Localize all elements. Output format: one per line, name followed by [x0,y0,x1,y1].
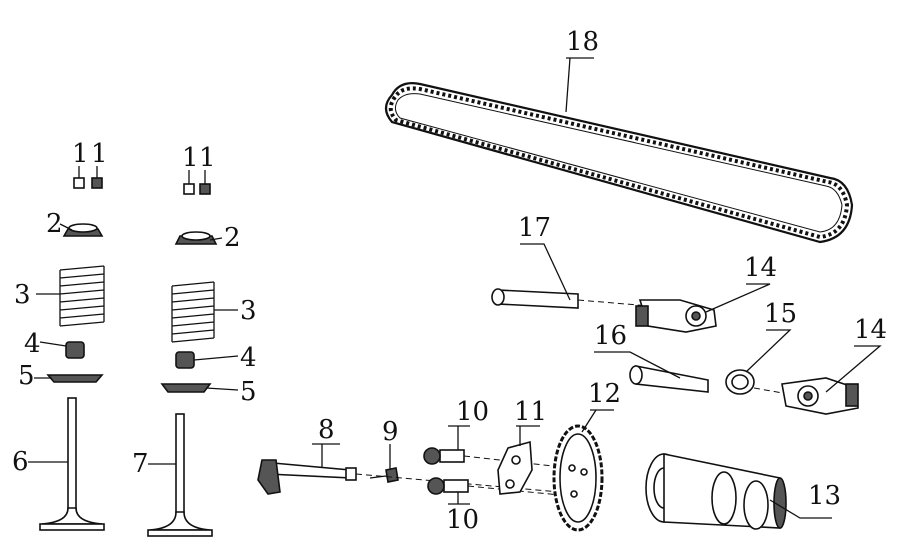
label-3a: 3 [14,280,31,310]
intake-valve-6 [39,397,105,531]
label-1c: 1 [182,143,199,173]
label-5a: 5 [18,361,35,391]
rocker-arm-14a [635,299,717,333]
spring-9 [369,467,399,483]
label-14a: 14 [744,253,777,283]
cam-plate-11 [497,440,533,495]
bushing-15 [725,369,755,395]
collet-1b [91,177,103,189]
rocker-shaft-16 [629,365,709,393]
timing-chain [384,82,854,244]
label-1b: 1 [91,139,108,169]
label-18: 18 [566,27,599,57]
collet-1a [73,177,85,189]
rocker-shaft-17 [491,288,579,309]
cam-sprocket-12 [552,424,604,532]
label-11: 11 [514,397,547,427]
exhaust-valve-7 [147,413,213,537]
label-2b: 2 [224,223,241,253]
label-2a: 2 [46,209,63,239]
decompressor-shaft-8 [257,459,357,495]
camshaft-13 [645,453,787,530]
rocker-arm-14b [781,377,859,415]
label-1d: 1 [199,143,216,173]
label-4b: 4 [240,343,257,373]
valve-seal-4b [175,351,195,369]
label-15: 15 [764,299,797,329]
label-12: 12 [588,379,621,409]
collet-1c [183,183,195,195]
label-16: 16 [594,321,627,351]
label-13: 13 [808,481,841,511]
label-7: 7 [132,449,149,479]
bolt-10a [423,447,465,465]
part-number-labels: 1 1 1 1 2 2 3 3 4 4 5 5 6 7 8 9 10 10 11… [12,27,887,535]
right-valve-assembly [147,183,218,537]
label-10b: 10 [446,505,479,535]
collet-1d [199,183,211,195]
valve-spring-3b [171,281,215,343]
left-valve-assembly [39,177,105,531]
leader-lines [28,57,882,519]
spring-seat-5a [46,374,104,383]
label-4a: 4 [24,329,41,359]
bolt-10b [427,477,469,495]
valve-spring-3a [59,265,105,327]
spring-seat-5b [160,383,212,393]
label-8: 8 [318,415,335,445]
valve-seal-4a [65,341,85,359]
label-14b: 14 [854,315,887,345]
label-17: 17 [518,213,551,243]
label-9: 9 [382,417,399,447]
label-6: 6 [12,447,29,477]
label-10a: 10 [456,397,489,427]
label-5b: 5 [240,377,257,407]
label-3b: 3 [240,296,257,326]
label-1a: 1 [72,139,89,169]
